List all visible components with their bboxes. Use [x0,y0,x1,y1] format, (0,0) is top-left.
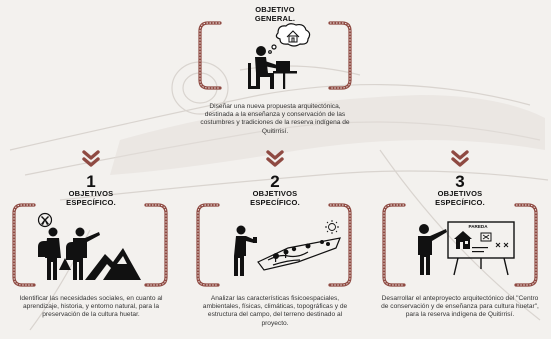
specific-1-title-line2: ESPECÍFICO. [66,198,116,207]
presenter-at-board-icon [418,221,515,276]
specific-1-illustration-frame [12,203,168,287]
specific-3-title-line1: OBJETIVOS [437,189,483,198]
specific-1-number: 1 [86,172,96,191]
specific-2-description: Analizar las características fisicoespac… [202,295,348,327]
specific-3-description: Desarrollar el anteproyecto arquitectóni… [381,295,539,319]
specific-2-illustration-frame [196,203,352,287]
chevron-down-icon-1 [82,150,100,167]
people-and-mountains-icon [37,212,141,280]
chevron-down-icon-3 [451,150,469,167]
person-at-computer-icon [248,23,311,89]
specific-3-title-line2: ESPECÍFICO. [435,198,485,207]
board-label: PAREDA [468,224,488,229]
specific-2-number: 2 [270,172,280,191]
site-analysis-icon [234,220,341,276]
general-title-line2: GENERAL. [254,14,296,23]
specific-2-title: OBJETIVOS ESPECÍFICO. [230,189,320,207]
specific-3-title: OBJETIVOS ESPECÍFICO. [415,189,505,207]
specific-2-title-line2: ESPECÍFICO. [250,198,300,207]
general-title: OBJETIVO GENERAL. [232,5,318,23]
specific-1-title-line1: OBJETIVOS [68,189,114,198]
specific-3-number: 3 [455,172,465,191]
specific-1-title: OBJETIVOS ESPECÍFICO. [46,189,136,207]
chevron-down-icon-2 [266,150,284,167]
specific-1-description: Identificar las necesidades sociales, en… [19,295,163,319]
specific-3-illustration-frame [382,203,538,287]
specific-2-title-line1: OBJETIVOS [252,189,298,198]
general-description: Diseñar una nueva propuesta arquitectóni… [200,103,350,135]
general-illustration-frame [198,21,352,90]
general-title-line1: OBJETIVO [255,5,295,14]
